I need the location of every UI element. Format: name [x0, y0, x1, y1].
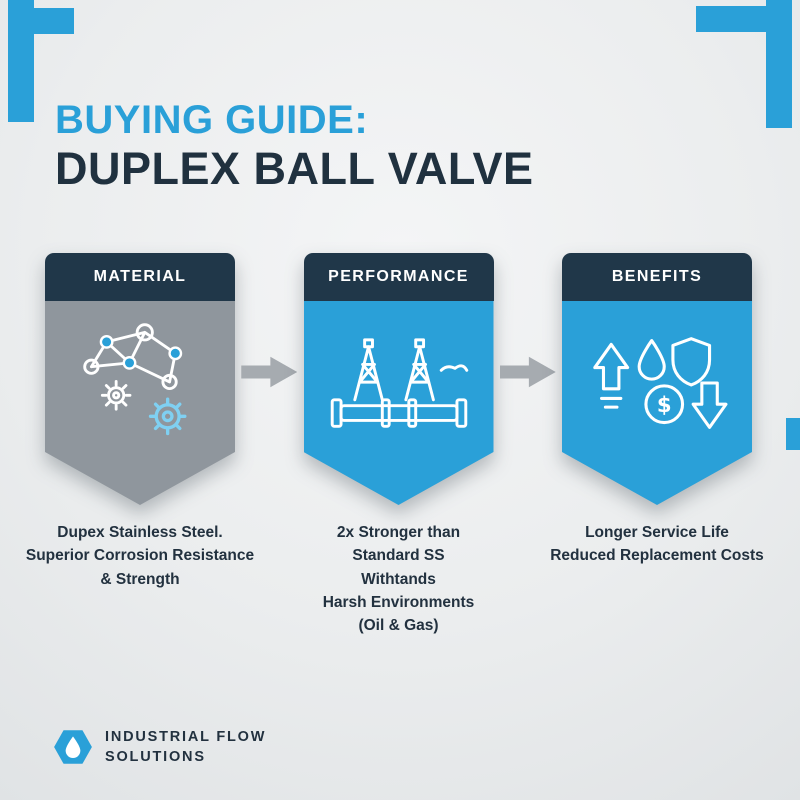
badge-performance-body — [303, 301, 494, 505]
arrow-slot-1 — [235, 253, 304, 391]
edge-accent-right — [786, 418, 800, 450]
company-name: INDUSTRIAL FLOW SOLUTIONS — [105, 727, 266, 768]
company-name-line-1: INDUSTRIAL FLOW — [105, 728, 267, 745]
badges-row: MATERIAL — [26, 253, 764, 637]
caption-performance: 2x Stronger than Standard SS Withtands H… — [322, 524, 475, 634]
arrow-right-icon — [499, 356, 556, 388]
badge-benefits-body: $ — [562, 301, 752, 505]
hexagon-drop-logo-icon — [54, 730, 92, 764]
title-line-2: DUPLEX BALL VALVE — [55, 143, 534, 194]
oil-rig-pipeline-icon — [330, 338, 468, 428]
corner-accent-top-right-horizontal — [696, 6, 792, 32]
badge-material-body — [45, 301, 235, 505]
badge-material-header: MATERIAL — [45, 253, 235, 301]
badge-benefits-shape: BENEFITS — [562, 253, 752, 505]
company-name-line-2: SOLUTIONS — [105, 749, 206, 765]
benefits-shield-dollar-icon: $ — [593, 337, 728, 429]
badge-material: MATERIAL — [26, 253, 254, 591]
badge-benefits-label: BENEFITS — [611, 268, 703, 285]
badge-benefits: BENEFITS — [550, 253, 764, 568]
caption-material: Dupex Stainless Steel. Superior Corrosio… — [25, 524, 255, 588]
corner-accent-top-left-horizontal — [8, 8, 74, 34]
company-logo: INDUSTRIAL FLOW SOLUTIONS — [52, 726, 266, 768]
badge-performance-shape: PERFORMANCE — [303, 253, 494, 505]
badge-material-shape: MATERIAL — [45, 253, 235, 505]
badge-performance-header: PERFORMANCE — [303, 253, 494, 301]
arrow-right-icon — [241, 356, 298, 388]
badge-performance: PERFORMANCE — [303, 253, 494, 637]
page-title: BUYING GUIDE: DUPLEX BALL VALVE — [55, 98, 534, 194]
arrow-slot-2 — [494, 253, 563, 391]
badge-benefits-header: BENEFITS — [562, 253, 752, 301]
badge-material-label: MATERIAL — [93, 268, 187, 285]
caption-benefits: Longer Service Life Reduced Replacement … — [550, 524, 764, 565]
molecule-gears-icon — [83, 323, 187, 436]
badge-performance-label: PERFORMANCE — [328, 268, 469, 285]
title-line-1: BUYING GUIDE: — [55, 98, 369, 142]
dollar-sign-icon: $ — [657, 393, 672, 418]
